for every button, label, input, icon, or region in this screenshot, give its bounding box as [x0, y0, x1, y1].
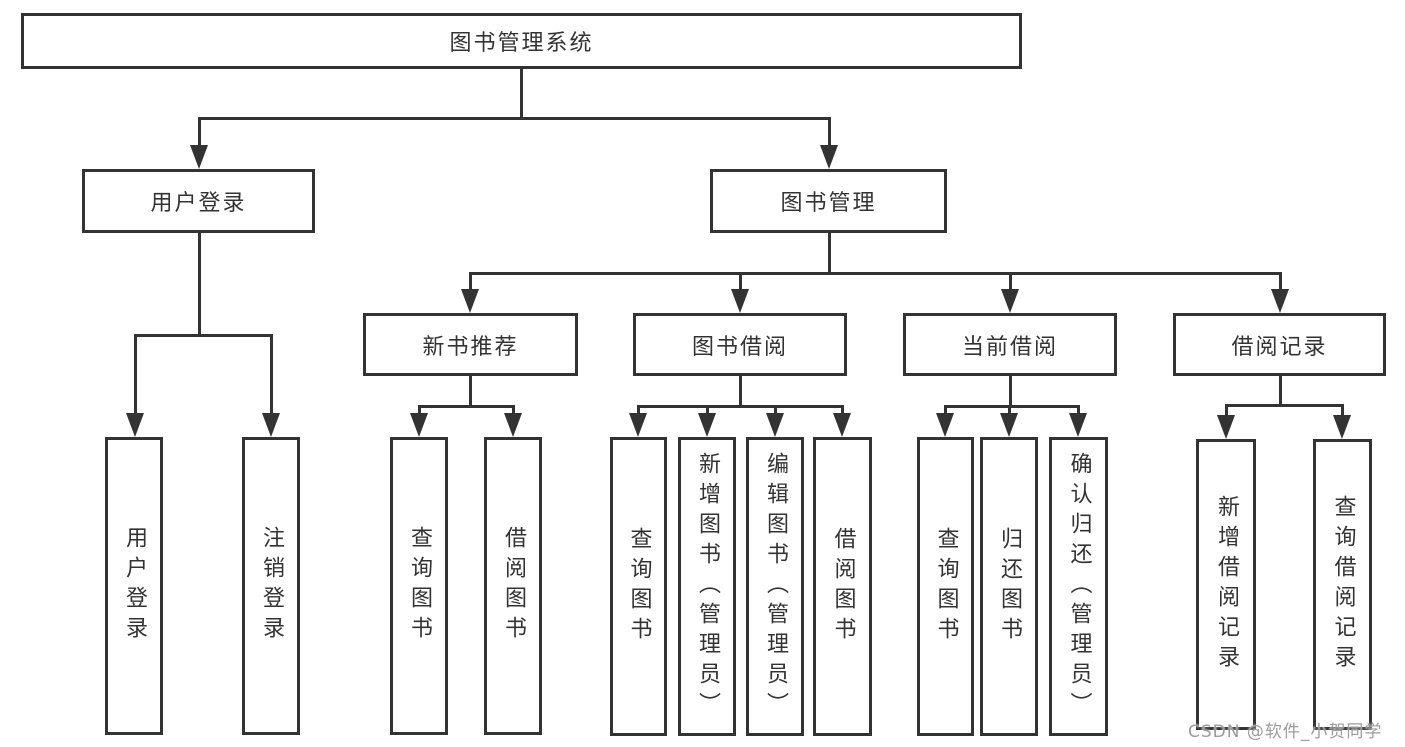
arrowhead-down-icon: [126, 413, 144, 437]
arrowhead-down-icon: [1000, 413, 1018, 437]
arrowhead-down-icon: [461, 289, 479, 313]
node-current-borrow: 当前借阅: [903, 313, 1117, 376]
line-segment: [418, 405, 515, 408]
node-bb-add-books-admin: 新增图书（管理员）: [678, 437, 736, 736]
line-segment: [1341, 407, 1344, 415]
line-segment: [469, 272, 1282, 275]
node-book-borrow: 图书借阅: [633, 313, 847, 376]
arrowhead-down-icon: [1217, 415, 1235, 439]
node-borrow-records: 借阅记录: [1173, 313, 1386, 376]
node-bb-query-books-label: 查询图书: [626, 526, 652, 647]
line-segment: [469, 275, 472, 289]
arrowhead-down-icon: [731, 289, 749, 313]
line-segment: [198, 230, 201, 337]
line-segment: [270, 337, 273, 413]
node-borrow-records-label: 借阅记录: [1231, 334, 1328, 360]
node-library-system-label: 图书管理系统: [449, 31, 594, 56]
line-segment: [1225, 407, 1228, 415]
node-bb-edit-books-admin: 编辑图书（管理员）: [746, 437, 804, 736]
line-segment: [469, 374, 472, 408]
line-segment: [520, 67, 523, 118]
line-segment: [1008, 408, 1011, 413]
line-segment: [841, 408, 844, 413]
node-cb-return-books-label: 归还图书: [997, 526, 1022, 647]
line-segment: [637, 405, 844, 408]
line-segment: [637, 408, 640, 413]
line-segment: [828, 120, 831, 146]
node-user-login-label: 用户登录: [150, 191, 247, 216]
arrowhead-down-icon: [1069, 413, 1087, 437]
line-segment: [1279, 374, 1282, 407]
line-segment: [1279, 275, 1282, 289]
node-cb-return-books: 归还图书: [980, 437, 1038, 736]
node-br-query-record-label: 查询借阅记录: [1330, 494, 1356, 675]
node-book-management-label: 图书管理: [780, 191, 877, 216]
node-cb-confirm-return-admin-label: 确认归还（管理员）: [1066, 451, 1092, 722]
line-segment: [739, 275, 742, 289]
node-current-borrow-label: 当前借阅: [961, 334, 1058, 360]
arrowhead-down-icon: [410, 413, 428, 437]
node-cb-query-books-label: 查询图书: [933, 526, 959, 647]
node-nbr-borrow-books: 借阅图书: [484, 437, 542, 735]
line-segment: [134, 337, 137, 413]
node-login-label: 用户登录: [122, 526, 147, 646]
node-bb-query-books: 查询图书: [610, 437, 667, 736]
line-segment: [1009, 374, 1012, 408]
node-book-borrow-label: 图书借阅: [691, 334, 788, 360]
node-book-management: 图书管理: [710, 169, 947, 233]
line-segment: [739, 374, 742, 408]
node-bb-edit-books-admin-label: 编辑图书（管理员）: [763, 451, 788, 722]
node-bb-borrow-books: 借阅图书: [813, 437, 872, 736]
arrowhead-down-icon: [1001, 289, 1019, 313]
line-segment: [198, 120, 201, 146]
node-br-add-record-label: 新增借阅记录: [1214, 494, 1239, 675]
line-segment: [944, 405, 1080, 408]
line-segment: [198, 117, 831, 120]
line-segment: [134, 334, 273, 337]
line-segment: [774, 408, 777, 413]
node-br-add-record: 新增借阅记录: [1196, 439, 1256, 730]
arrowhead-down-icon: [936, 413, 954, 437]
line-segment: [512, 408, 515, 413]
node-library-system: 图书管理系统: [21, 13, 1022, 69]
line-segment: [1009, 275, 1012, 289]
watermark-csdn: CSDN @软件_小贺同学: [1188, 722, 1383, 742]
line-segment: [706, 408, 709, 413]
node-new-book-recommend-label: 新书推荐: [422, 334, 519, 360]
arrowhead-down-icon: [698, 413, 716, 437]
node-cb-confirm-return-admin: 确认归还（管理员）: [1049, 437, 1108, 736]
node-new-book-recommend: 新书推荐: [363, 313, 578, 376]
node-nbr-borrow-books-label: 借阅图书: [501, 526, 526, 646]
arrowhead-down-icon: [766, 413, 784, 437]
arrowhead-down-icon: [504, 413, 522, 437]
arrowhead-down-icon: [820, 145, 838, 169]
arrowhead-down-icon: [833, 413, 851, 437]
line-segment: [828, 230, 831, 275]
line-segment: [1225, 404, 1344, 407]
arrowhead-down-icon: [1333, 415, 1351, 439]
node-cb-query-books: 查询图书: [917, 437, 974, 736]
arrowhead-down-icon: [629, 413, 647, 437]
node-br-query-record: 查询借阅记录: [1313, 439, 1372, 730]
line-segment: [418, 408, 421, 413]
node-logout: 注销登录: [242, 437, 300, 735]
node-user-login: 用户登录: [82, 169, 315, 233]
line-segment: [944, 408, 947, 413]
node-bb-add-books-admin-label: 新增图书（管理员）: [695, 451, 720, 722]
line-segment: [1077, 408, 1080, 413]
node-logout-label: 注销登录: [259, 526, 284, 646]
node-nbr-query-books-label: 查询图书: [407, 526, 432, 646]
arrowhead-down-icon: [1271, 289, 1289, 313]
node-login: 用户登录: [105, 437, 163, 735]
arrowhead-down-icon: [190, 145, 208, 169]
node-nbr-query-books: 查询图书: [390, 437, 448, 735]
arrowhead-down-icon: [262, 413, 280, 437]
node-bb-borrow-books-label: 借阅图书: [830, 526, 856, 647]
